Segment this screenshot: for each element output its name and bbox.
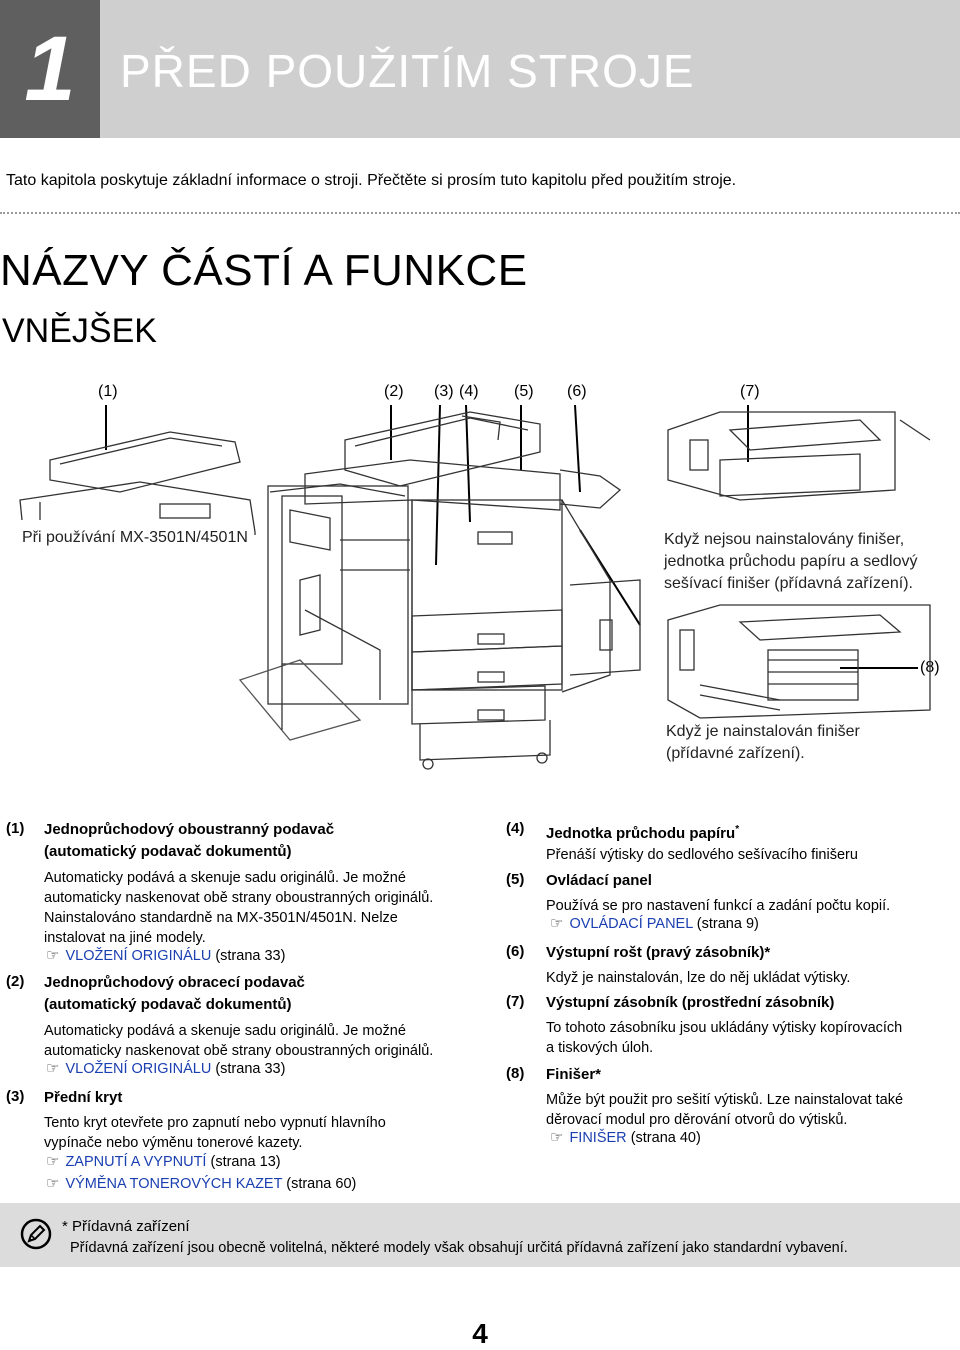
reference-page: (strana 33) — [215, 1061, 286, 1077]
pointing-hand-icon: ☞ — [550, 915, 564, 932]
caption-right-bottom-1: Když je nainstalován finišer — [666, 723, 860, 740]
item-description: automaticky naskenovat obě strany oboust… — [44, 1043, 434, 1059]
item-num: (8) — [506, 1065, 525, 1082]
section-title: NÁZVY ČÁSTÍ A FUNKCE — [0, 246, 528, 295]
item-description: a tiskových úloh. — [546, 1040, 654, 1056]
reference-zapnuti-vypnuti[interactable]: ☞ ZAPNUTÍ A VYPNUTÍ (strana 13) — [46, 1152, 281, 1172]
item-num: (4) — [506, 820, 525, 837]
chapter-number: 1 — [24, 18, 76, 120]
item-heading: Finišer* — [546, 1066, 602, 1083]
item-description: vypínače nebo výměnu tonerové kazety. — [44, 1135, 303, 1151]
item-heading: Jednoprůchodový obracecí podavač — [44, 974, 305, 991]
page-number: 4 — [472, 1318, 488, 1349]
item-description: Přenáší výtisky do sedlového sešívacího … — [546, 847, 858, 863]
item-description: Tento kryt otevřete pro zapnutí nebo vyp… — [44, 1115, 386, 1131]
reference-link[interactable]: VLOŽENÍ ORIGINÁLU — [65, 1061, 212, 1077]
chapter-title-band — [100, 0, 960, 138]
item-heading: Výstupní rošt (pravý zásobník)* — [546, 944, 771, 961]
reference-link[interactable]: FINIŠER — [569, 1130, 627, 1146]
item-description: děrovací modul pro děrování otvorů do vý… — [546, 1112, 848, 1128]
item-num: (5) — [506, 871, 525, 888]
reference-link[interactable]: VÝMĚNA TONEROVÝCH KAZET — [65, 1176, 283, 1192]
note-text: Přídavná zařízení jsou obecně volitelná,… — [70, 1240, 848, 1256]
chapter-title: PŘED POUŽITÍM STROJE — [120, 45, 695, 97]
reference-page: (strana 9) — [696, 916, 759, 932]
reference-vlozeni-originalu-1[interactable]: ☞ VLOŽENÍ ORIGINÁLU (strana 33) — [46, 946, 285, 966]
reference-page: (strana 60) — [286, 1176, 357, 1192]
note-box — [0, 1203, 960, 1267]
item-description: Automaticky podává a skenuje sadu origin… — [44, 1023, 406, 1039]
item-heading: Jednotka průchodu papíru* — [546, 824, 740, 842]
reference-finiser[interactable]: ☞ FINIŠER (strana 40) — [550, 1128, 701, 1148]
reference-link[interactable]: VLOŽENÍ ORIGINÁLU — [65, 948, 212, 964]
pointing-hand-icon: ☞ — [46, 947, 60, 964]
caption-right-bottom-2: (přídavné zařízení). — [666, 745, 805, 762]
reference-vymena-tonerovych-kazet[interactable]: ☞ VÝMĚNA TONEROVÝCH KAZET (strana 60) — [46, 1174, 356, 1194]
callout-7: (7) — [740, 383, 760, 400]
pointing-hand-icon: ☞ — [46, 1153, 60, 1170]
item-description: Používá se pro nastavení funkcí a zadání… — [546, 898, 891, 914]
asterisk-mark: * — [735, 824, 740, 835]
reference-page: (strana 13) — [210, 1154, 281, 1170]
callout-2: (2) — [384, 383, 404, 400]
callout-5: (5) — [514, 383, 534, 400]
item-num: (2) — [6, 973, 25, 990]
reference-page: (strana 33) — [215, 948, 286, 964]
reference-page: (strana 40) — [630, 1130, 701, 1146]
item-heading-2: (automatický podavač dokumentů) — [44, 996, 292, 1013]
item-description: To tohoto zásobníku jsou ukládány výtisk… — [546, 1020, 903, 1036]
item-num: (7) — [506, 993, 525, 1010]
pointing-hand-icon: ☞ — [46, 1060, 60, 1077]
item-heading: Výstupní zásobník (prostřední zásobník) — [546, 994, 835, 1011]
item-description: Když je nainstalován, lze do něj ukládat… — [546, 970, 851, 986]
callout-4: (4) — [459, 383, 479, 400]
item-num: (3) — [6, 1088, 25, 1105]
intro-text: Tato kapitola poskytuje základní informa… — [6, 172, 737, 189]
item-description: instalovat na jiné modely. — [44, 930, 206, 946]
reference-ovladaci-panel[interactable]: ☞ OVLÁDACÍ PANEL (strana 9) — [550, 914, 759, 934]
item-description: automaticky naskenovat obě strany oboust… — [44, 890, 434, 906]
item-heading: Jednoprůchodový oboustranný podavač — [44, 821, 335, 838]
chapter-number-box — [0, 0, 100, 138]
reference-link[interactable]: ZAPNUTÍ A VYPNUTÍ — [65, 1154, 207, 1170]
item-heading: Ovládací panel — [546, 872, 652, 889]
dotted-divider — [0, 212, 960, 214]
caption-right-top-2: jednotka průchodu papíru a sedlový — [664, 553, 918, 570]
pencil-note-icon — [20, 1218, 52, 1250]
pointing-hand-icon: ☞ — [46, 1175, 60, 1192]
caption-right-top-3: sešívací finišer (přídavná zařízení). — [664, 575, 913, 592]
note-title: * Přídavná zařízení — [62, 1218, 190, 1235]
item-num: (1) — [6, 820, 25, 837]
callout-3: (3) — [434, 383, 454, 400]
item-heading: Přední kryt — [44, 1089, 123, 1106]
machine-illustration — [19, 404, 931, 770]
item-num: (6) — [506, 943, 525, 960]
reference-link[interactable]: OVLÁDACÍ PANEL — [569, 916, 693, 932]
pointing-hand-icon: ☞ — [550, 1129, 564, 1146]
item-description: Automaticky podává a skenuje sadu origin… — [44, 870, 406, 886]
callout-1: (1) — [98, 383, 118, 400]
reference-vlozeni-originalu-2[interactable]: ☞ VLOŽENÍ ORIGINÁLU (strana 33) — [46, 1059, 285, 1079]
caption-left: Při používání MX-3501N/4501N — [22, 529, 248, 546]
caption-right-top-1: Když nejsou nainstalovány finišer, — [664, 531, 905, 548]
item-heading-2: (automatický podavač dokumentů) — [44, 843, 292, 860]
item-description: Nainstalováno standardně na MX-3501N/450… — [44, 910, 398, 926]
callout-6: (6) — [567, 383, 587, 400]
item-description: Může být použit pro sešití výtisků. Lze … — [546, 1092, 904, 1108]
subsection-title: VNĚJŠEK — [2, 312, 157, 350]
